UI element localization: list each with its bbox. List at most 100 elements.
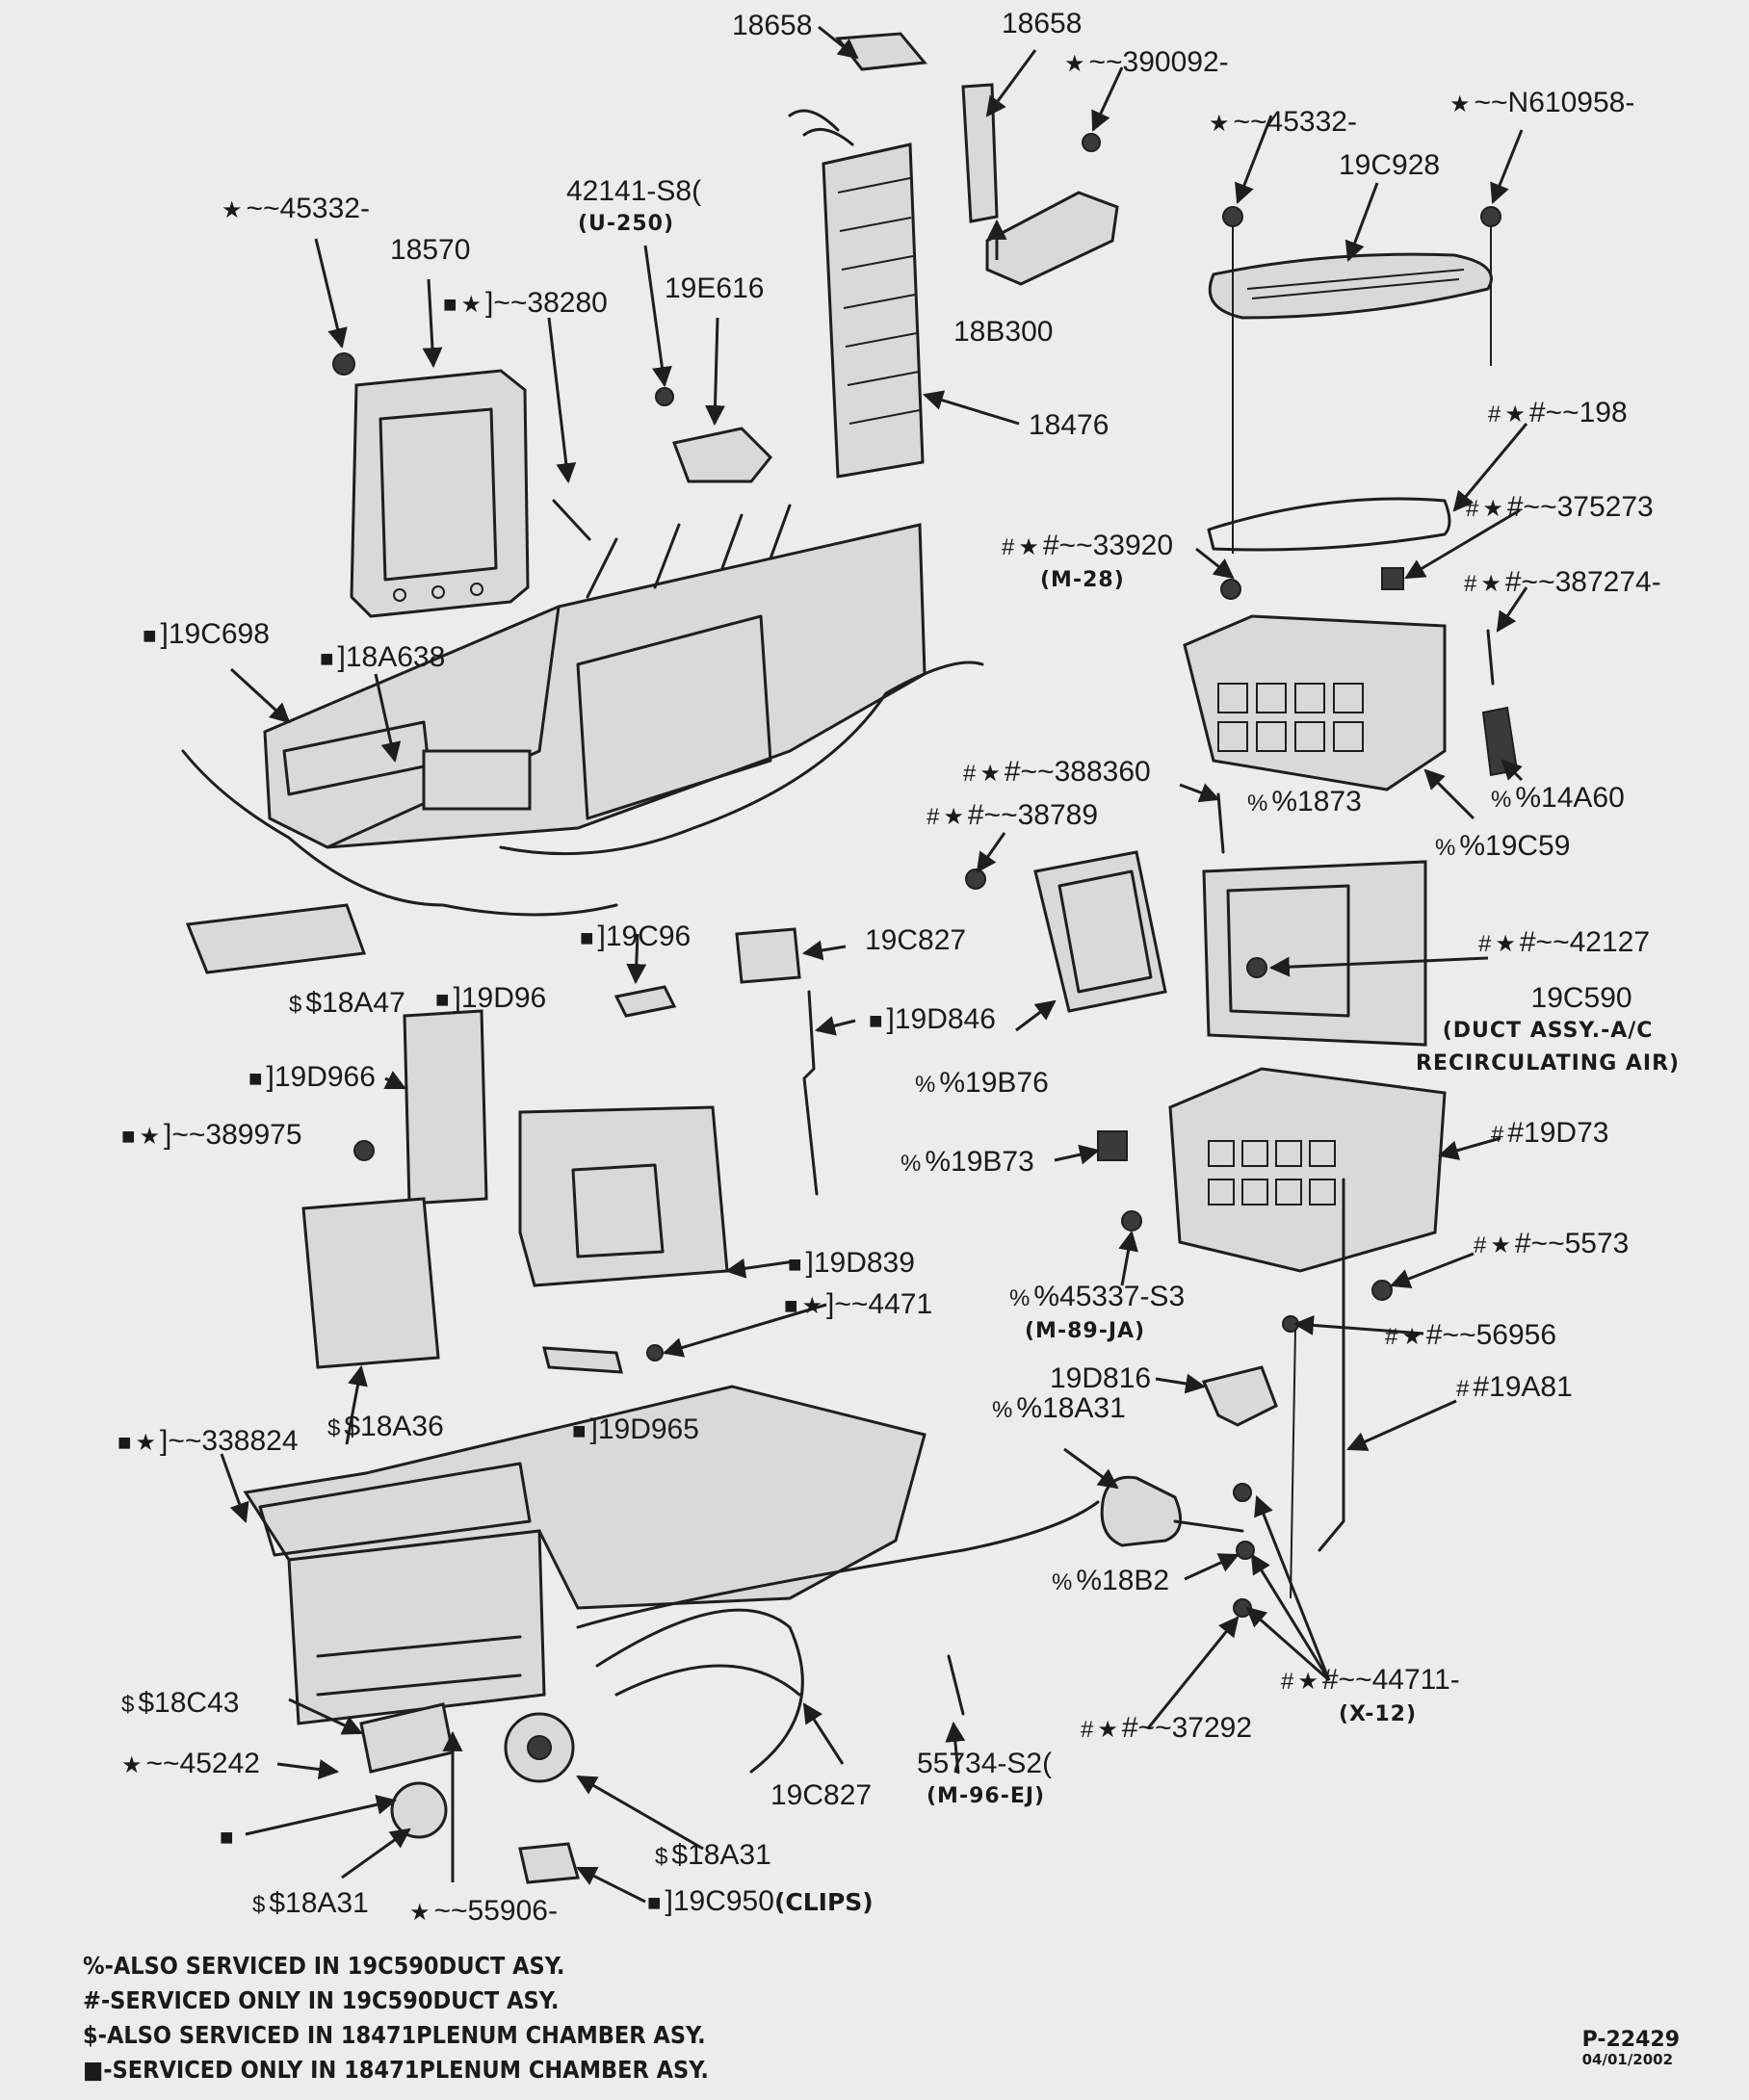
- square-symbol: ■: [220, 1825, 234, 1851]
- square-symbol: ■: [320, 646, 334, 672]
- switch-18B300: [985, 191, 1119, 286]
- bracket-19D816: [1201, 1365, 1278, 1427]
- callout-19D966-text: ]19D966: [266, 1061, 376, 1093]
- callout-56956: #★#~~56956: [1385, 1319, 1556, 1354]
- bracket-18A36: [301, 1197, 440, 1369]
- screw-42127: [1246, 957, 1267, 978]
- vacuum-harness: [181, 749, 618, 917]
- hash-symbol: #: [1491, 1122, 1504, 1148]
- callout-19C827-top: 19C827: [865, 924, 967, 956]
- legend-line-also-duct: %-ALSO SERVICED IN 19C590DUCT ASY.: [83, 1952, 565, 1980]
- callout-19B76: %%19B76: [915, 1067, 1049, 1102]
- callout-19C59-text: %19C59: [1459, 830, 1571, 862]
- hash-symbol: #: [963, 761, 977, 787]
- hash-symbol: #: [1081, 1717, 1094, 1743]
- star-symbol: ★: [1490, 1232, 1511, 1258]
- vacuum-hoses-19C827: [595, 1608, 804, 1774]
- duct-19C590: [1202, 860, 1427, 1047]
- callout-19C590-sub1: (DUCT ASSY.-A/C: [1442, 1019, 1654, 1043]
- star-symbol: ★: [135, 1430, 157, 1456]
- star-symbol: ★: [139, 1124, 161, 1150]
- nut-33920: [1220, 579, 1241, 600]
- screw-45332-left: [332, 352, 355, 376]
- star-symbol: ★: [1209, 111, 1230, 137]
- actuator-18A31-right: [1100, 1475, 1183, 1547]
- clip-375273: [1381, 567, 1404, 590]
- square-symbol: ■: [443, 292, 457, 318]
- callout-19E616: 19E616: [665, 272, 765, 304]
- screw-390092: [1082, 133, 1101, 152]
- percent-symbol: %: [1491, 787, 1512, 813]
- heater-core-seal-frame: [350, 369, 530, 618]
- lower-plenum-tray: [243, 1385, 927, 1725]
- legend-line-only-plenum: ■-SERVICED ONLY IN 18471PLENUM CHAMBER A…: [83, 2056, 709, 2084]
- callout-19D96-text: ]19D96: [453, 982, 547, 1014]
- callout-45337-sub: (M-89-JA): [1025, 1319, 1146, 1343]
- callout-19C590: 19C590 (DUCT ASSY.-A/C RECIRCULATING AIR…: [1416, 982, 1680, 1080]
- star-symbol: ★: [1504, 402, 1526, 428]
- seal-198: [1207, 497, 1451, 552]
- callout-14A60: %%14A60: [1491, 782, 1625, 817]
- callout-19C59: %%19C59: [1435, 830, 1570, 865]
- percent-symbol: %: [992, 1397, 1013, 1423]
- screw-387274: [1486, 629, 1495, 686]
- callout-45242: ★~~45242: [121, 1748, 260, 1782]
- connector-19C827: [735, 927, 801, 984]
- callout-19B73: %%19B73: [901, 1146, 1034, 1180]
- rod-19A81: [1318, 1178, 1345, 1552]
- percent-symbol: %: [915, 1072, 936, 1098]
- nut-42141: [655, 387, 674, 406]
- callout-387274-text: #~~387274-: [1504, 566, 1661, 598]
- callout-18B2: %%18B2: [1052, 1565, 1169, 1599]
- star-symbol: ★: [1297, 1669, 1318, 1695]
- square-symbol: ■: [248, 1066, 263, 1092]
- callout-388360: #★#~~388360: [963, 756, 1151, 791]
- callout-38789-text: #~~38789: [967, 799, 1099, 831]
- callout-42141: 42141-S8( (U-250): [566, 175, 701, 241]
- callout-387274: #★#~~387274-: [1464, 566, 1661, 601]
- callout-45337: %%45337-S3 (M-89-JA): [1009, 1281, 1185, 1348]
- star-symbol: ★: [1480, 571, 1501, 597]
- star-symbol: ★: [801, 1293, 823, 1319]
- callout-375273-text: #~~375273: [1506, 491, 1654, 523]
- callout-44711-text: #~~44711-: [1321, 1664, 1460, 1696]
- callout-56956-text: #~~56956: [1425, 1319, 1557, 1351]
- door-housing-19D839: [518, 1105, 729, 1287]
- callout-19D96: ■]19D96: [435, 982, 546, 1017]
- door-19D966: [403, 1009, 488, 1206]
- callout-18A31-right: %%18A31: [992, 1392, 1126, 1427]
- dollar-symbol: $: [121, 1692, 135, 1718]
- hash-symbol: #: [1478, 931, 1492, 957]
- nut-18B2-a: [1233, 1483, 1252, 1502]
- callout-19D73-text: #19D73: [1507, 1117, 1609, 1149]
- screw-55734: [947, 1654, 965, 1716]
- callout-42127-text: #~~42127: [1519, 926, 1651, 958]
- callout-5573: #★#~~5573: [1474, 1228, 1629, 1262]
- callout-45332-left: ★~~45332-: [222, 193, 370, 227]
- callout-19C698-text: ]19C698: [160, 618, 270, 650]
- screw-389975: [353, 1140, 375, 1161]
- callout-18A31-right-text: %18A31: [1016, 1392, 1126, 1424]
- star-symbol: ★: [1018, 534, 1039, 560]
- star-symbol: ★: [1097, 1717, 1118, 1743]
- leader-lines: [220, 25, 1528, 1904]
- square-symbol: ■: [143, 623, 157, 649]
- callout-19D73: ##19D73: [1491, 1117, 1608, 1152]
- callout-N610958-text: ~~N610958-: [1474, 87, 1635, 118]
- callout-33920: #★#~~33920 (M-28): [1002, 530, 1173, 597]
- square-symbol: ■: [784, 1293, 798, 1319]
- callout-389975: ■★]~~389975: [121, 1119, 302, 1154]
- callout-1873-text: %1873: [1271, 786, 1362, 817]
- callout-44711: #★#~~44711- (X-12): [1281, 1664, 1460, 1731]
- inlet-housing-19C59: [1183, 614, 1447, 791]
- link-19B73: [1097, 1130, 1128, 1161]
- callout-198: #★#~~198: [1488, 397, 1628, 431]
- callout-18658-a: 18658: [732, 10, 813, 41]
- callout-18B2-text: %18B2: [1076, 1565, 1170, 1596]
- dollar-symbol: $: [327, 1415, 341, 1441]
- callout-18A638-text: ]18A638: [337, 641, 446, 673]
- seal-19D965: [542, 1346, 623, 1374]
- percent-symbol: %: [1009, 1285, 1031, 1311]
- hash-symbol: #: [1466, 496, 1479, 522]
